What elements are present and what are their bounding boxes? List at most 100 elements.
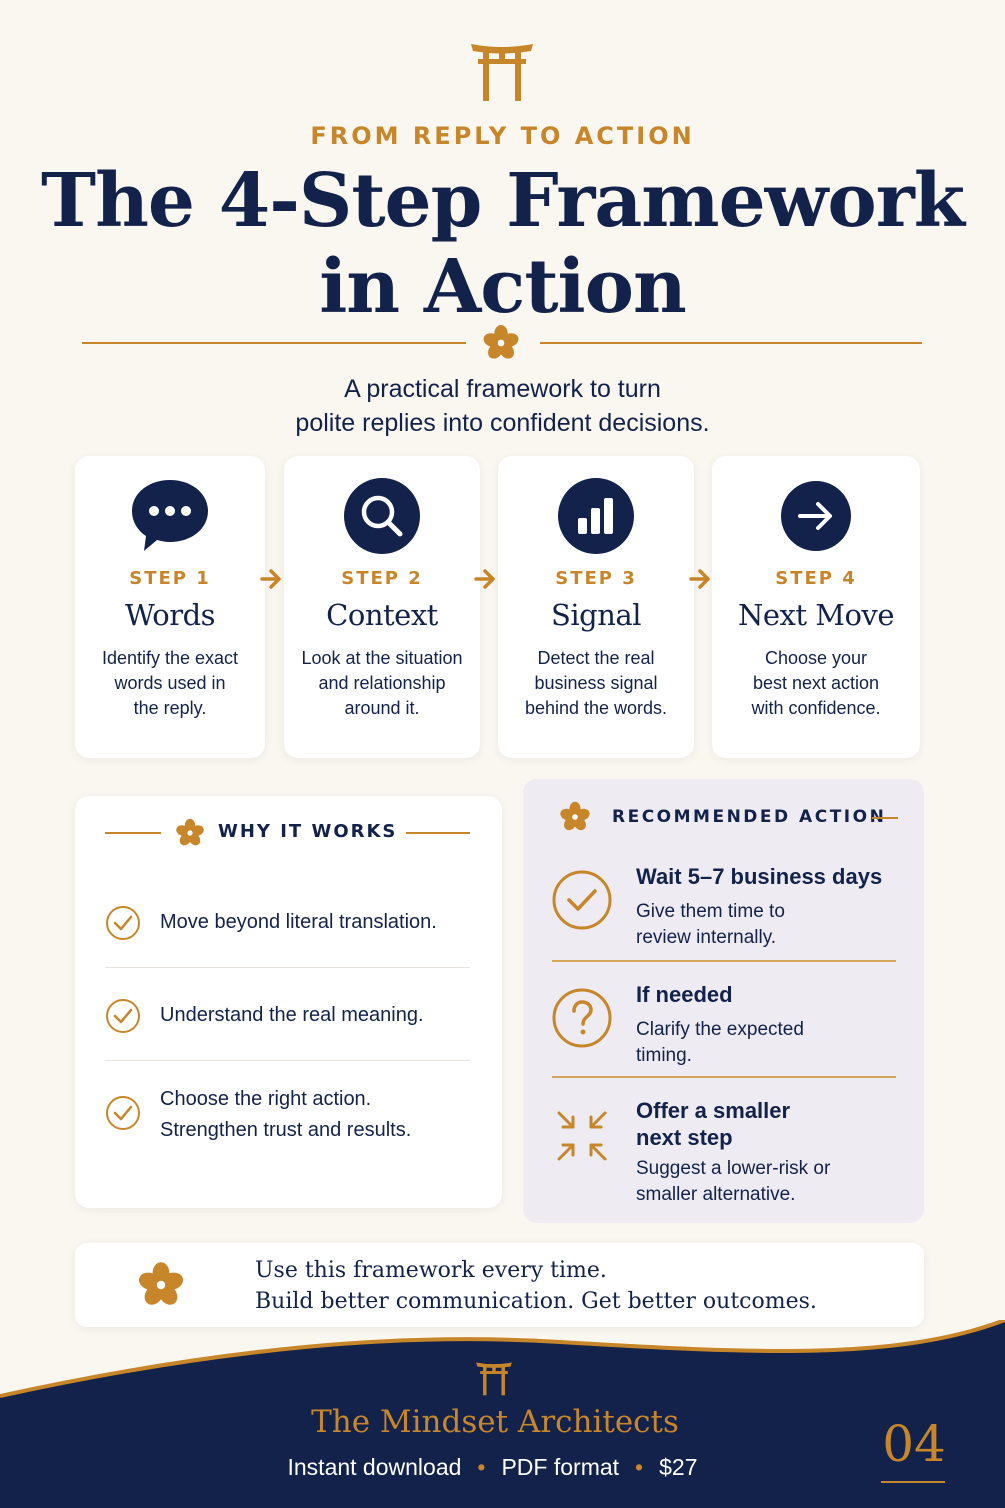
list-divider [105, 967, 470, 968]
title-line: next step [636, 1125, 733, 1150]
bar-chart-icon [558, 478, 634, 554]
recommended-item: If needed Clarify the expected timing. [551, 981, 898, 1071]
recommended-item-desc: Clarify the expected timing. [636, 1017, 898, 1069]
list-divider [105, 1060, 470, 1061]
subtitle: A practical framework to turn polite rep… [0, 372, 1005, 440]
step-name: Context [326, 598, 438, 632]
step-name: Words [124, 598, 216, 632]
sakura-flower-icon [138, 1262, 184, 1305]
step-description: Choose your best next action with confid… [722, 646, 910, 721]
step-desc-line: words used in [114, 673, 226, 693]
step-name: Next Move [738, 598, 894, 632]
check-circle-icon [106, 999, 140, 1033]
desc-line: timing. [636, 1045, 692, 1066]
shrink-arrows-icon [557, 1111, 607, 1161]
list-item-text: Move beyond literal translation. [160, 911, 437, 933]
subtitle-line-1: A practical framework to turn [344, 375, 661, 403]
step-card-next-move: STEP 4 Next Move Choose your best next a… [712, 456, 920, 758]
step-desc-line: Choose your [764, 648, 868, 668]
step-desc-line: behind the words. [524, 698, 668, 718]
meta-price: $27 [659, 1454, 698, 1480]
footer-note-card: Use this framework every time. Build bet… [75, 1243, 924, 1327]
footer-band [0, 1320, 1005, 1508]
torii-gate-icon [476, 1362, 512, 1396]
eyebrow-heading: FROM REPLY TO ACTION [310, 122, 695, 150]
arrow-right-icon [260, 569, 281, 589]
brand-name: The Mindset Architects [311, 1404, 679, 1440]
page-number-underline [881, 1481, 945, 1483]
recommended-item-desc: Suggest a lower-risk or smaller alternat… [636, 1156, 898, 1208]
step-card-signal: STEP 3 Signal Detect the real business s… [498, 456, 694, 758]
step-label: STEP 4 [775, 568, 857, 589]
list-divider [552, 960, 896, 962]
meta-separator: • [477, 1454, 486, 1480]
sakura-flower-icon [560, 801, 590, 831]
subtitle-line-2: polite replies into confident decisions. [295, 409, 710, 437]
desc-line: Give them time to [636, 901, 785, 922]
recommended-item: Wait 5–7 business days Give them time to… [551, 863, 898, 953]
recommended-item-title: Offer a smaller next step [636, 1097, 898, 1151]
step-label: STEP 3 [555, 568, 637, 589]
step-label: STEP 1 [129, 568, 211, 589]
step-desc-line: business signal [534, 673, 658, 693]
step-desc-line: the reply. [133, 698, 207, 718]
step-description: Detect the real business signal behind t… [508, 646, 684, 721]
desc-line: Clarify the expected [636, 1019, 804, 1040]
desc-line: smaller alternative. [636, 1184, 796, 1205]
why-it-works-header: WHY IT WORKS [75, 818, 502, 848]
check-circle-icon [106, 1096, 140, 1130]
title-line-1: The 4-Step Framework [41, 158, 965, 244]
meta-separator: • [635, 1454, 644, 1480]
step-description: Look at the situation and relationship a… [294, 646, 470, 721]
torii-gate-icon [471, 44, 533, 101]
recommended-item-title: Wait 5–7 business days [636, 864, 883, 889]
list-divider [552, 1076, 896, 1078]
footer-note-line: Use this framework every time. [255, 1258, 607, 1283]
title-line: Offer a smaller [636, 1098, 791, 1123]
recommended-action-header: RECOMMENDED ACTION [523, 801, 924, 833]
desc-line: review internally. [636, 927, 777, 948]
question-circle-icon [552, 988, 612, 1048]
step-name: Signal [551, 598, 641, 632]
step-desc-line: around it. [344, 698, 420, 718]
recommended-action-heading: RECOMMENDED ACTION [612, 807, 887, 827]
meta-download: Instant download [287, 1454, 462, 1480]
footer-note-text: Use this framework every time. Build bet… [255, 1255, 817, 1317]
sakura-flower-icon [176, 818, 204, 846]
check-circle-icon [552, 870, 612, 930]
page-number: 04 [882, 1415, 946, 1473]
meta-format: PDF format [501, 1454, 620, 1480]
heading-rule [105, 832, 161, 834]
step-desc-line: best next action [752, 673, 880, 693]
desc-line: Suggest a lower-risk or [636, 1158, 831, 1179]
product-meta: Instant download • PDF format • $27 [0, 1454, 985, 1481]
list-item: Understand the real meaning. [105, 996, 470, 1036]
divider-right [540, 342, 922, 344]
heading-rule [406, 832, 470, 834]
step-card-context: STEP 2 Context Look at the situation and… [284, 456, 480, 758]
step-desc-line: Identify the exact [101, 648, 239, 668]
title-line-2: in Action [319, 244, 687, 330]
step-desc-line: Detect the real [537, 648, 655, 668]
step-desc-line: Look at the situation [301, 648, 463, 668]
recommended-item: Offer a smaller next step Suggest a lowe… [551, 1097, 898, 1209]
recommended-item-title: If needed [636, 982, 733, 1007]
arrow-right-icon [474, 569, 495, 589]
heading-rule [872, 817, 898, 819]
step-desc-line: and relationship [318, 673, 446, 693]
arrow-right-circle-icon [781, 481, 851, 551]
list-item-line: Strengthen trust and results. [160, 1119, 412, 1141]
step-card-words: STEP 1 Words Identify the exact words us… [75, 456, 265, 758]
check-circle-icon [106, 906, 140, 940]
step-description: Identify the exact words used in the rep… [85, 646, 255, 721]
why-it-works-heading: WHY IT WORKS [218, 821, 398, 842]
list-item-line: Choose the right action. [160, 1088, 372, 1110]
page-title: The 4-Step Framework in Action [0, 158, 1005, 330]
list-item: Choose the right action. Strengthen trus… [105, 1084, 470, 1148]
magnifier-icon [344, 478, 420, 554]
step-label: STEP 2 [341, 568, 423, 589]
arrow-right-icon [689, 569, 710, 589]
recommended-action-panel: RECOMMENDED ACTION Wait 5–7 business day… [523, 779, 924, 1223]
speech-bubble-icon [132, 480, 208, 551]
why-it-works-panel: WHY IT WORKS Move beyond literal transla… [75, 796, 502, 1208]
